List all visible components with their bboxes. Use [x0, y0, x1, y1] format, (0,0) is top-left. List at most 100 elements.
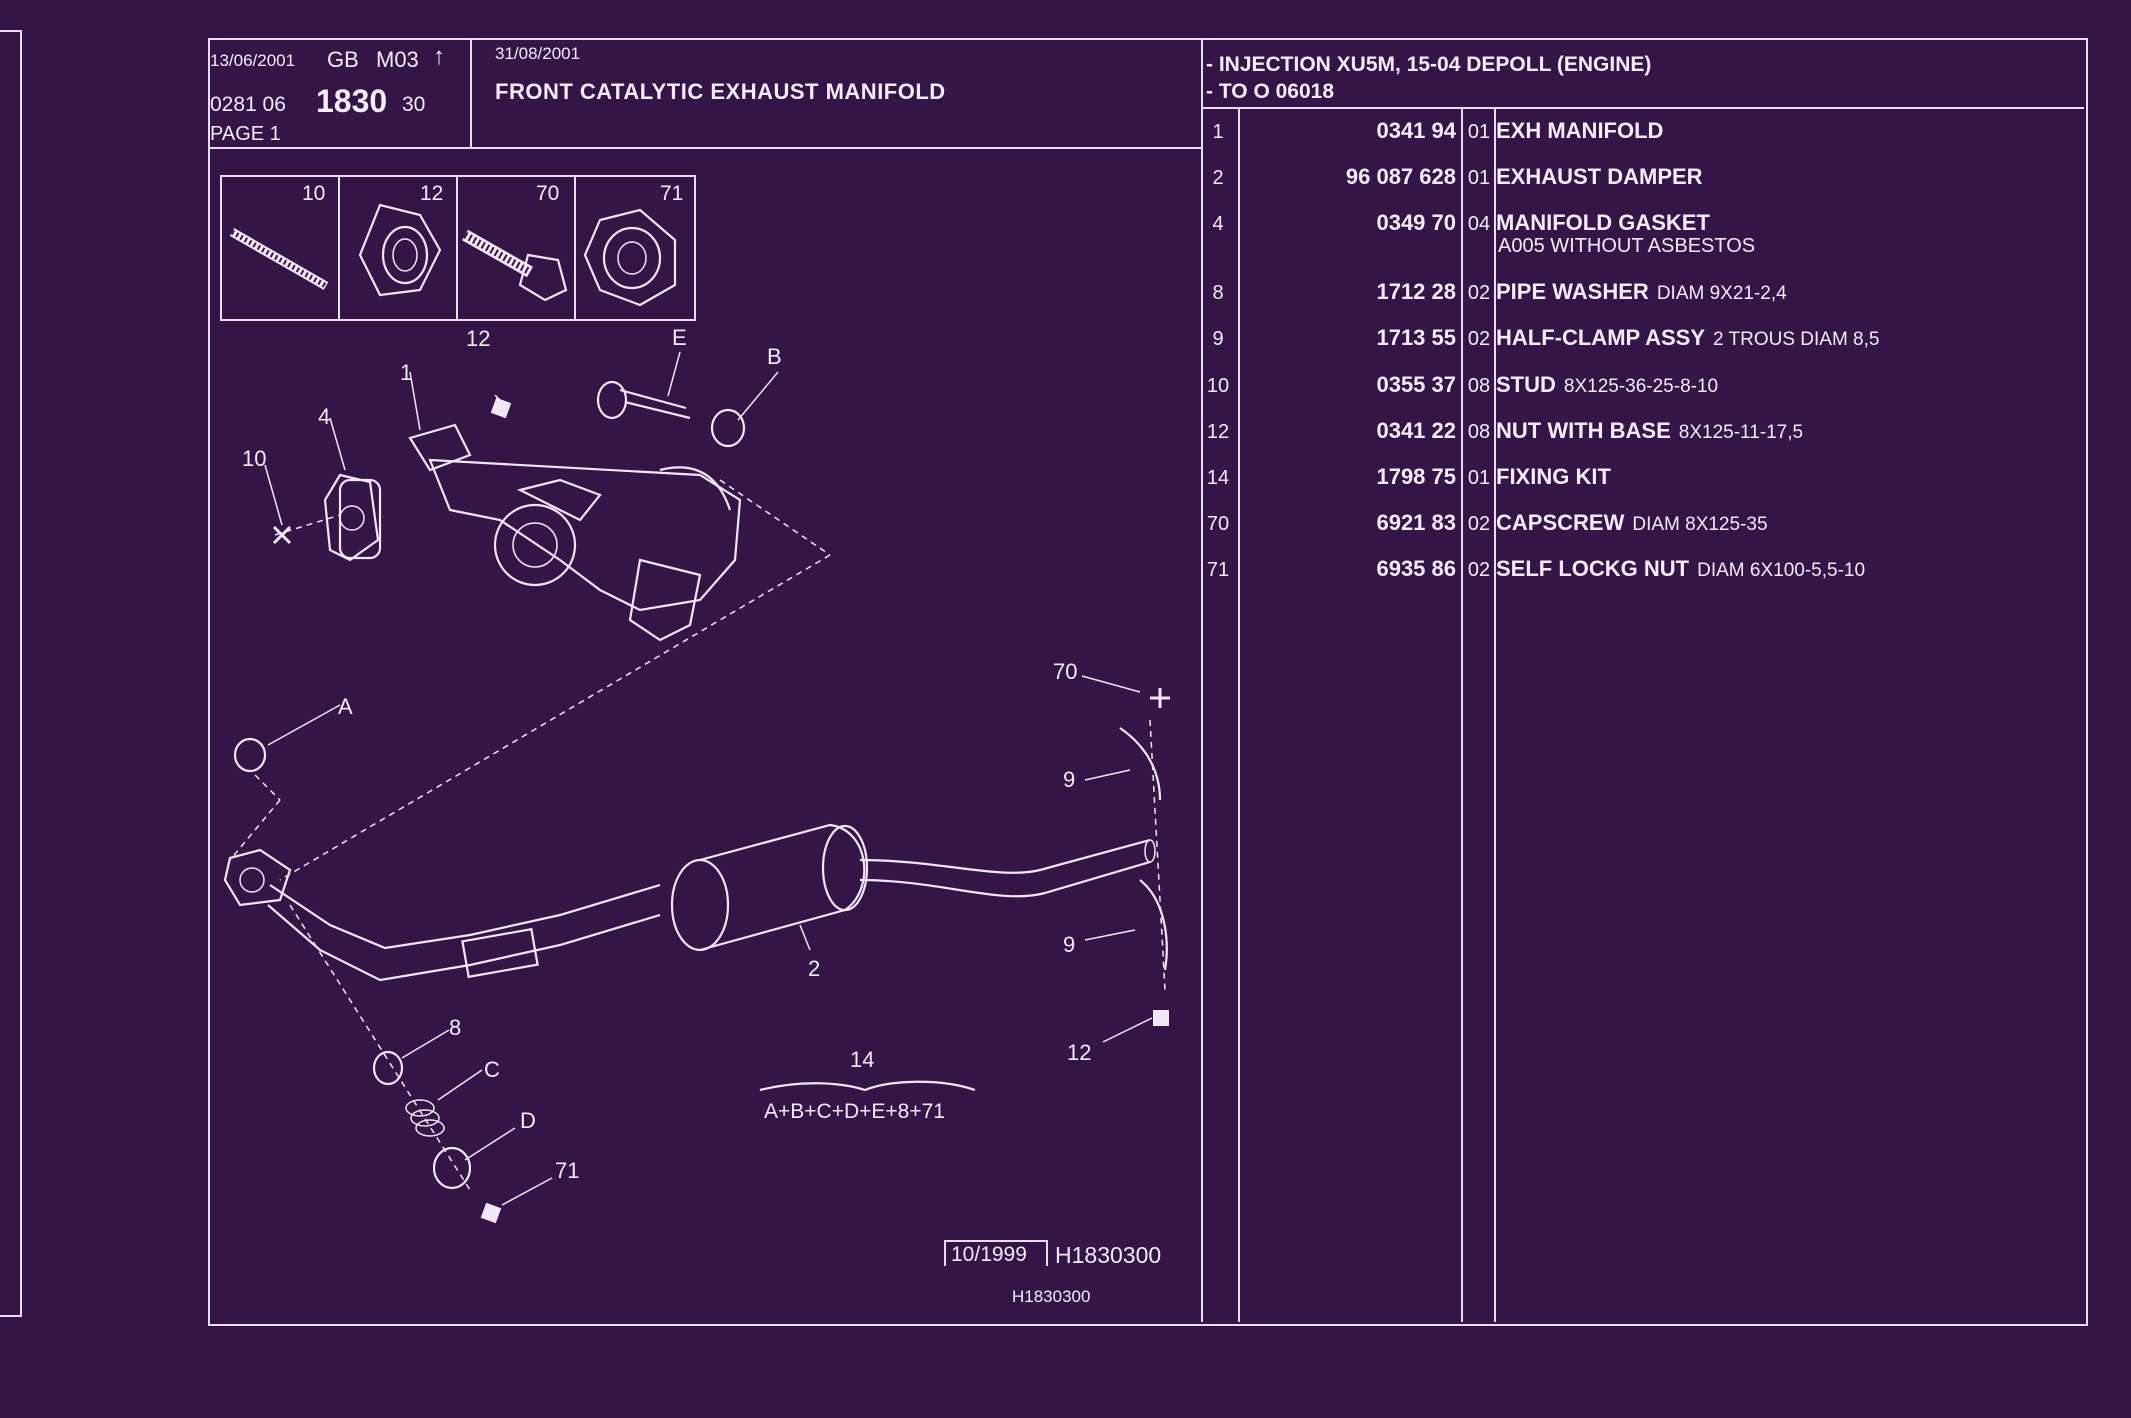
fastener-divider: [574, 175, 576, 319]
arrow-up-icon: ↑: [433, 43, 445, 70]
washer-a-shape: [233, 737, 267, 773]
table-col-qty: [1461, 107, 1463, 1322]
callout-label: 8: [449, 1015, 462, 1040]
manifold-drawing: [323, 423, 742, 642]
fastener-divider: [456, 175, 458, 319]
catalog-code: M03: [376, 47, 419, 72]
part-number: 6921 83: [1376, 510, 1456, 535]
adjacent-page-edge: [0, 30, 22, 1317]
callout-label: C: [484, 1057, 500, 1082]
table-row: 14 1798 75 01 FIXING KIT: [1201, 460, 2084, 500]
flange-nut-icon: [358, 203, 442, 297]
fastener-divider: [338, 175, 340, 319]
ref-number: 71: [1206, 559, 1230, 581]
table-row: 2 96 087 628 01 EXHAUST DAMPER: [1201, 160, 2084, 200]
quantity: 02: [1467, 282, 1491, 304]
callout-label: B: [767, 344, 782, 369]
ref-suffix: 30: [402, 93, 426, 116]
description: FIXING KIT: [1496, 464, 1611, 489]
date-stamp-box: [944, 1240, 1048, 1266]
kit-formula: A+B+C+D+E+8+71: [764, 1100, 945, 1123]
callout-label: 4: [318, 404, 331, 429]
part-number: 0341 94: [1376, 118, 1456, 143]
lock-nut-icon: [583, 208, 677, 307]
fastener-detail-panel: [220, 175, 696, 321]
table-row: 1 0341 94 01 EXH MANIFOLD: [1201, 114, 2084, 154]
callout-label: 10: [242, 446, 267, 471]
print-date: 13/06/2001: [210, 51, 296, 70]
page-title: FRONT CATALYTIC EXHAUST MANIFOLD: [495, 79, 946, 104]
header-bottom-left: [208, 147, 1201, 149]
quantity: 02: [1467, 513, 1491, 535]
table-col-desc: [1494, 107, 1496, 1322]
table-row: 4 0349 70 04 MANIFOLD GASKET A005 WITHOU…: [1201, 206, 2084, 266]
table-col-ref: [1238, 107, 1240, 1322]
callout-label: D: [520, 1108, 536, 1133]
ref-number: 1: [1212, 121, 1224, 143]
quantity: 02: [1467, 328, 1491, 350]
quantity: 01: [1467, 121, 1491, 143]
callout-label: A: [338, 694, 353, 719]
ref-main: 1830: [316, 83, 388, 119]
applicability-line-2: - TO O 06018: [1206, 80, 1335, 103]
square-marker: [490, 397, 512, 419]
kit-bracket: [759, 1080, 976, 1092]
callout-label: 12: [1067, 1040, 1092, 1065]
description: MANIFOLD GASKET: [1496, 210, 1710, 235]
bolt-e-shape: [596, 380, 691, 420]
page-label: PAGE 1: [210, 123, 281, 145]
ref-number: 9: [1212, 328, 1224, 350]
fastener-label: 70: [536, 182, 560, 205]
drawing-ref-small: H1830300: [1012, 1287, 1091, 1306]
description: EXH MANIFOLD: [1496, 118, 1664, 143]
part-number: 0349 70: [1376, 210, 1456, 235]
stud-icon: [229, 228, 329, 290]
callout-label: 9: [1063, 767, 1076, 792]
ref-number: 8: [1212, 282, 1224, 304]
quantity: 04: [1467, 213, 1491, 235]
part-number: 1712 28: [1376, 279, 1456, 304]
header-divider: [470, 38, 472, 148]
part-number: 0341 22: [1376, 418, 1456, 443]
nut-d-shape: [432, 1146, 472, 1190]
washer-8-shape: [372, 1050, 404, 1086]
cross-marker: [1150, 688, 1170, 708]
quantity: 01: [1467, 467, 1491, 489]
description: EXHAUST DAMPER: [1496, 164, 1703, 189]
fastener-label: 12: [420, 182, 444, 205]
half-clamp-upper: [1119, 727, 1162, 801]
quantity: 02: [1467, 559, 1491, 581]
quantity: 01: [1467, 167, 1491, 189]
part-number: 6935 86: [1376, 556, 1456, 581]
catalog-sheet: [208, 38, 2088, 1326]
revision-date: 31/08/2001: [495, 44, 581, 63]
part-number: 96 087 628: [1345, 164, 1456, 189]
ref-number: 12: [1206, 421, 1230, 443]
exhaust-pipe-drawing: [223, 823, 1156, 982]
gasket-shape: [338, 478, 382, 560]
part-number: 0355 37: [1376, 372, 1456, 397]
callout-label: E: [672, 325, 687, 350]
ref-prefix: 0281 06: [210, 93, 286, 116]
ref-number: 4: [1212, 213, 1224, 235]
column-divider: [1201, 38, 1203, 1322]
square-marker: [1153, 1010, 1169, 1026]
quantity: 08: [1467, 421, 1491, 443]
leader-lines: [229, 351, 1166, 1206]
spring-c-shape: [405, 1099, 445, 1137]
ref-number: 70: [1206, 513, 1230, 535]
callout-label: 1: [400, 360, 413, 385]
callout-label: 2: [808, 956, 821, 981]
half-clamp-lower: [1139, 879, 1168, 971]
